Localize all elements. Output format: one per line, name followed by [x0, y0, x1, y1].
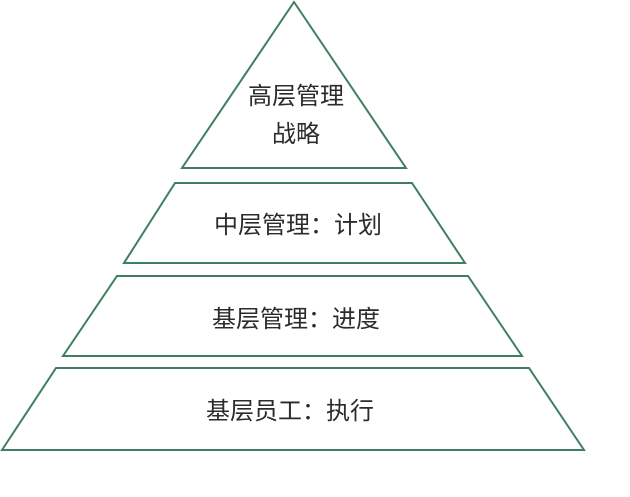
pyramid-level-1-shape	[180, 0, 408, 169]
pyramid-level-1-label-line-1: 高层管理	[248, 82, 344, 110]
pyramid-level-3-shape	[61, 275, 524, 357]
pyramid-level-4-label: 基层员工：执行	[206, 397, 374, 425]
pyramid-level-staff: 基层员工：执行	[0, 367, 586, 451]
pyramid-level-4-shape	[0, 367, 586, 451]
pyramid-level-2-label: 中层管理：计划	[214, 211, 382, 239]
pyramid-level-3-label: 基层管理：进度	[212, 305, 380, 333]
pyramid-level-top-management: 高层管理 战略	[180, 0, 408, 169]
pyramid-level-1-label-line-2: 战略	[272, 120, 320, 148]
pyramid-level-middle-management: 中层管理：计划	[122, 182, 467, 264]
pyramid-level-base-management: 基层管理：进度	[61, 275, 524, 357]
pyramid-level-2-shape	[122, 182, 467, 264]
